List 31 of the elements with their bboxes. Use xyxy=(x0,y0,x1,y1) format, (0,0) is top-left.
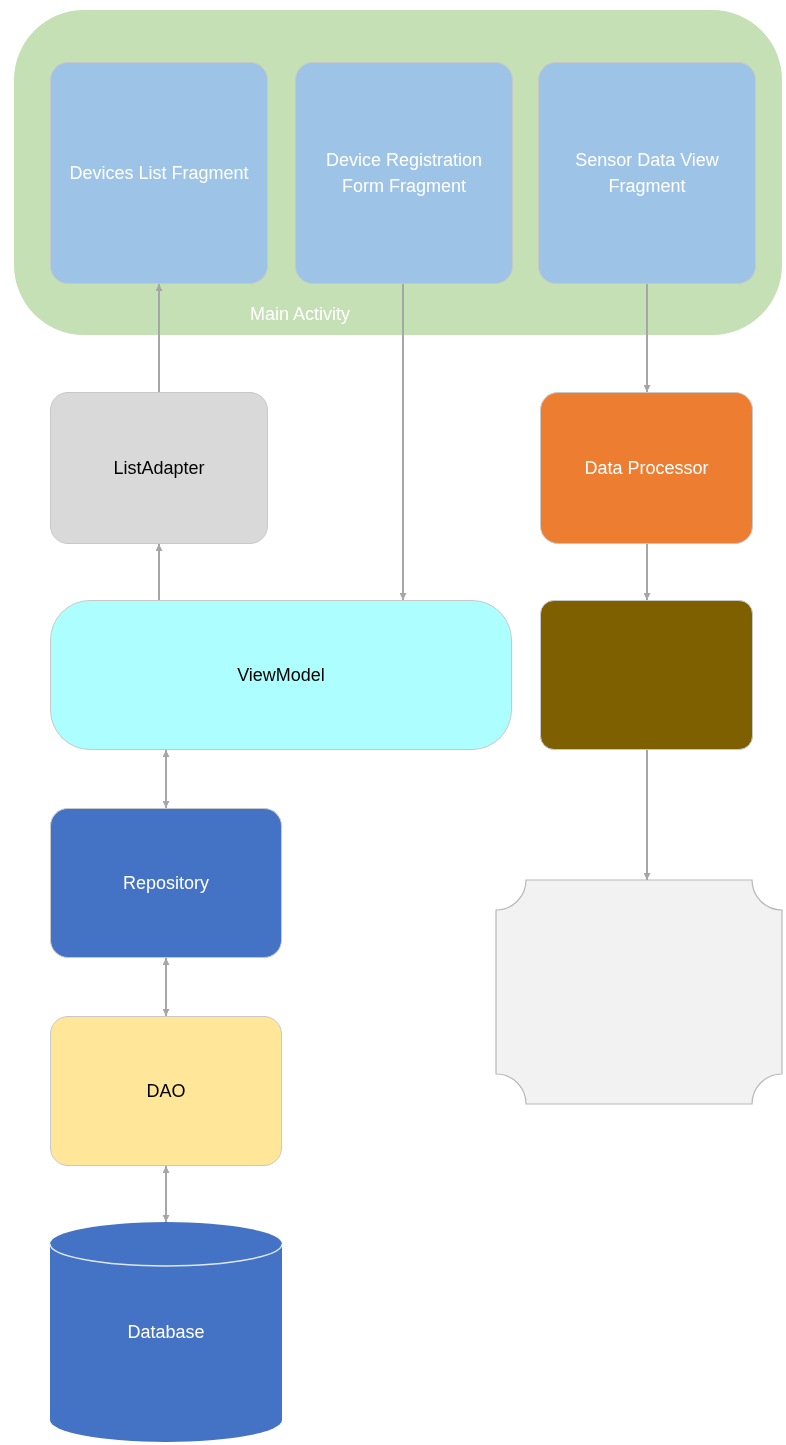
process-box xyxy=(50,392,268,544)
activity-container xyxy=(14,10,782,335)
fragment-box xyxy=(50,62,268,284)
arrow xyxy=(162,957,170,1017)
process-box xyxy=(50,808,282,958)
arrow xyxy=(643,283,651,393)
arrow xyxy=(399,283,407,601)
node-label: DAO xyxy=(146,1079,186,1103)
arrow xyxy=(162,749,170,809)
arrow xyxy=(162,1165,170,1223)
arrow xyxy=(643,543,651,601)
node-label: Device Registration Form Fragment xyxy=(324,148,484,198)
database-cylinder xyxy=(50,1222,282,1442)
node-label: Devices List Fragment xyxy=(69,161,249,185)
process-box xyxy=(50,1016,282,1166)
process-box xyxy=(540,600,753,750)
node-label: Repository xyxy=(122,871,209,895)
arrow xyxy=(155,283,163,393)
arrow xyxy=(643,749,651,881)
fragment-box xyxy=(538,62,756,284)
container-label: Main Activity xyxy=(250,304,351,325)
node-label: ViewModel xyxy=(237,663,325,687)
fragment-box xyxy=(295,62,513,284)
node-label: Database xyxy=(127,1320,205,1344)
arrow xyxy=(155,543,163,601)
node-label: Data Processor xyxy=(584,456,709,480)
node-label: ListAdapter xyxy=(113,456,205,480)
plaque-shape xyxy=(496,880,782,1104)
process-box xyxy=(50,600,512,750)
node-label: Sensor Data View Fragment xyxy=(574,148,720,198)
process-box xyxy=(540,392,753,544)
